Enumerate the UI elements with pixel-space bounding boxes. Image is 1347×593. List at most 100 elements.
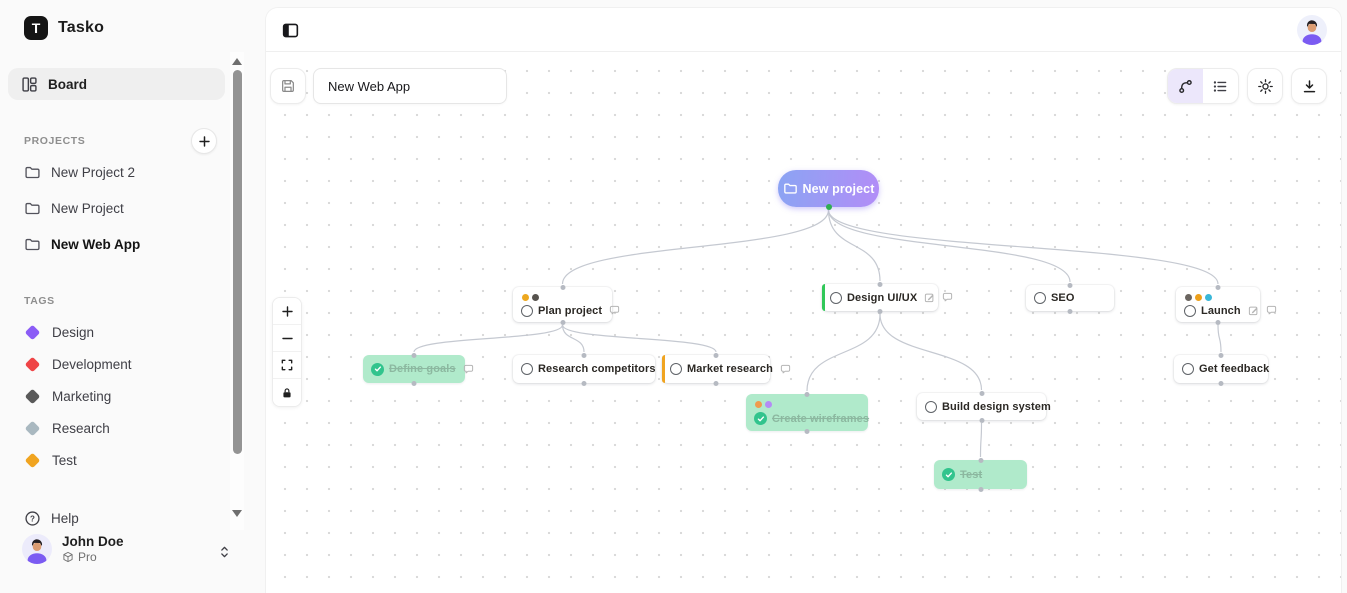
node-design[interactable]: Design UI/UX [822,281,953,314]
user-profile[interactable]: John Doe Pro [22,534,124,564]
scroll-up-arrow[interactable] [232,58,242,65]
tag-dot-icon [1195,293,1202,301]
connector-dot[interactable] [877,308,883,314]
user-avatar[interactable] [22,534,52,564]
node-label: Design UI/UX [847,291,918,304]
task-checkbox[interactable] [1182,363,1194,375]
checked-circle-icon[interactable] [371,362,384,376]
task-checkbox[interactable] [830,291,842,304]
connector-dot[interactable] [877,281,883,287]
connector-dot[interactable] [979,417,984,423]
sidebar-item-tag[interactable]: Marketing [24,380,111,412]
node-test[interactable]: Test [934,457,1027,492]
sidebar-scrollbar[interactable] [230,52,244,530]
comment-icon[interactable] [1266,305,1277,316]
node-root[interactable]: New project [778,170,879,210]
fit-view-button[interactable] [273,352,301,379]
node-competitors[interactable]: Research competitors [513,352,655,386]
connector-dot[interactable] [1067,308,1073,314]
connector-dot[interactable] [411,352,417,358]
canvas-controls [272,297,302,407]
connector-dot[interactable] [1067,282,1073,288]
list-view-button[interactable] [1203,69,1238,103]
connector-dot[interactable] [581,352,587,358]
task-checkbox[interactable] [1034,292,1046,304]
connector-dot[interactable] [978,486,983,492]
node-label: Launch [1201,304,1241,317]
connector-dot[interactable] [804,428,810,434]
task-checkbox[interactable] [670,363,682,375]
connector-dot[interactable] [978,457,983,463]
node-seo[interactable]: SEO [1026,282,1114,314]
comment-icon[interactable] [609,305,620,316]
sidebar-toggle-button[interactable] [276,16,304,44]
task-checkbox[interactable] [1184,304,1196,317]
graph-edge [879,313,983,391]
node-market[interactable]: Market research [662,352,791,386]
connector-dot[interactable] [713,380,719,386]
comment-icon[interactable] [780,364,791,375]
sidebar-item-tag[interactable]: Research [24,412,110,444]
scrollbar-thumb[interactable] [232,70,242,454]
tag-label: Research [52,420,110,436]
account-switcher-button[interactable] [214,540,234,564]
download-button[interactable] [1291,68,1327,104]
connector-dot[interactable] [1215,319,1221,325]
sidebar-item-board[interactable]: Board [8,68,225,100]
lock-button[interactable] [273,379,301,406]
checked-circle-icon[interactable] [754,412,767,425]
connector-dot[interactable] [804,391,810,397]
graph-edge [561,209,830,285]
tag-dot-icon [765,401,772,408]
connector-dot[interactable] [581,380,587,386]
comment-icon[interactable] [942,292,953,303]
task-checkbox[interactable] [521,363,533,375]
scroll-down-arrow[interactable] [232,510,242,517]
sidebar-item-help[interactable]: ? Help [24,502,79,534]
tree-view-button[interactable] [1168,69,1203,103]
sidebar-item-project[interactable]: New Project 2 [24,156,135,188]
add-project-button[interactable] [191,128,217,154]
graph-edge [806,313,881,392]
node-feedback[interactable]: Get feedback [1174,352,1269,386]
node-wireframes[interactable]: Create wireframes [746,391,869,434]
connector-dot[interactable] [560,319,565,325]
graph-edge [1217,324,1222,353]
connector-dot[interactable] [825,204,832,210]
edit-icon[interactable] [924,292,935,303]
graph-edges [413,209,1222,458]
connector-dot[interactable] [1218,352,1224,358]
comment-icon[interactable] [463,364,474,375]
checked-circle-icon[interactable] [942,468,955,481]
connector-dot[interactable] [1215,284,1221,290]
node-plan[interactable]: Plan project [513,284,620,325]
sidebar-item-project[interactable]: New Web App [24,228,140,260]
connector-dot[interactable] [560,284,565,290]
connector-dot[interactable] [1218,380,1224,386]
save-button[interactable] [270,68,306,104]
board-label: Board [48,76,88,92]
zoom-out-button[interactable] [273,325,301,352]
user-avatar[interactable] [1297,15,1327,45]
task-checkbox[interactable] [925,400,937,413]
sidebar-item-project[interactable]: New Project [24,192,124,224]
list-icon [1213,80,1227,92]
edit-icon[interactable] [1248,305,1259,316]
task-checkbox[interactable] [521,304,533,317]
connector-dot[interactable] [713,352,719,358]
project-name-input[interactable] [313,68,507,104]
sidebar-item-tag[interactable]: Test [24,444,77,476]
graph-edge [827,209,1219,285]
sidebar-item-tag[interactable]: Development [24,348,132,380]
node-goals[interactable]: Define goals [363,352,473,386]
zoom-in-button[interactable] [273,298,301,325]
project-label: New Project [51,200,124,216]
connector-dot[interactable] [411,380,417,386]
connector-dot[interactable] [979,390,984,396]
node-launch[interactable]: Launch [1176,284,1276,325]
settings-button[interactable] [1247,68,1283,104]
tag-dots [522,293,604,301]
sidebar-item-tag[interactable]: Design [24,316,94,348]
node-buildsys[interactable]: Build design system [917,390,1051,423]
